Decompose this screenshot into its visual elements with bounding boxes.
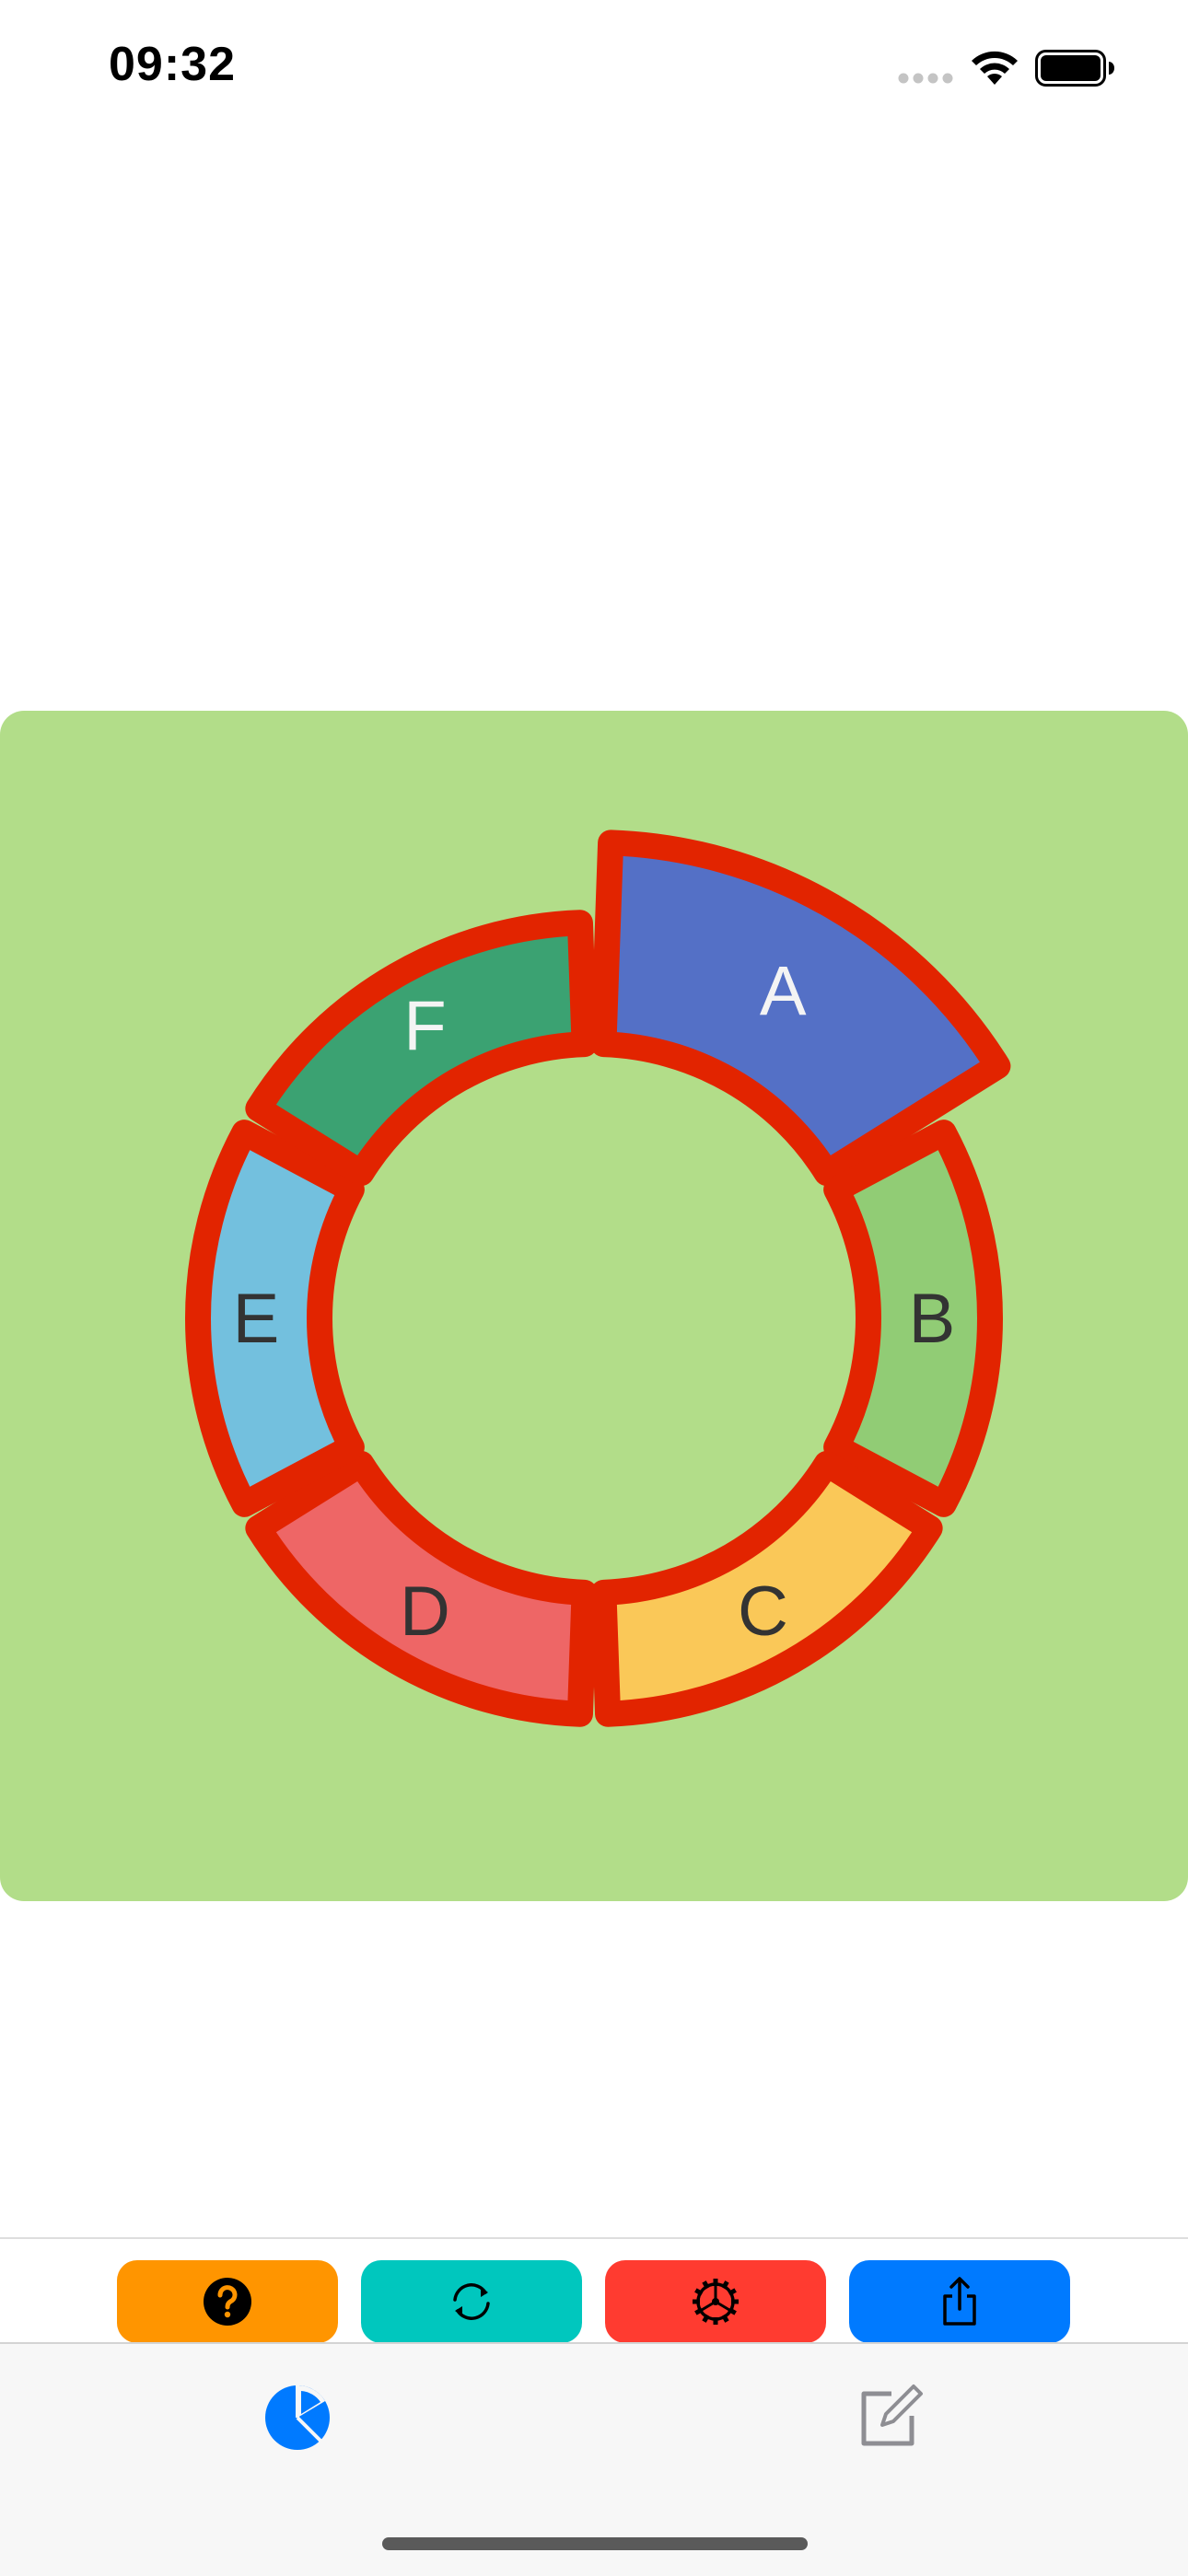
battery-icon xyxy=(1035,50,1114,87)
gear-icon xyxy=(693,2279,739,2325)
slice-e[interactable] xyxy=(185,1120,365,1517)
slice-f[interactable] xyxy=(245,910,598,1187)
help-button[interactable] xyxy=(117,2260,338,2343)
status-time: 09:32 xyxy=(109,38,236,91)
refresh-arrows-icon xyxy=(453,2283,490,2320)
slice-b[interactable] xyxy=(823,1120,1003,1517)
slice-a[interactable] xyxy=(590,830,1011,1187)
slice-d[interactable] xyxy=(245,1450,598,1727)
slice-label-c: C xyxy=(738,1572,788,1651)
slice-label-a: A xyxy=(760,952,807,1030)
tab-bar xyxy=(0,2342,1188,2576)
slice-label-d: D xyxy=(400,1572,450,1651)
question-circle-icon xyxy=(204,2278,251,2326)
status-bar: 09:32 xyxy=(0,0,1188,138)
toolbar-divider xyxy=(0,2237,1188,2239)
home-indicator xyxy=(382,2537,808,2550)
pie-chart-icon xyxy=(265,2385,330,2450)
slice-label-f: F xyxy=(403,987,446,1065)
edit-icon xyxy=(861,2385,923,2446)
tab-editor[interactable] xyxy=(834,2362,945,2473)
donut-chart: A B C D E F xyxy=(185,830,1011,1727)
toolbar xyxy=(0,2239,1188,2343)
refresh-button[interactable] xyxy=(361,2260,582,2343)
slice-c[interactable] xyxy=(590,1450,943,1727)
settings-button[interactable] xyxy=(605,2260,826,2343)
share-icon xyxy=(943,2277,976,2326)
slice-label-b: B xyxy=(909,1280,956,1358)
slice-label-e: E xyxy=(233,1280,280,1358)
cellular-signal-icon xyxy=(898,73,953,84)
share-button[interactable] xyxy=(849,2260,1070,2343)
chart-panel: A B C D E F xyxy=(0,711,1188,1901)
tab-chart[interactable] xyxy=(242,2362,353,2473)
wifi-icon xyxy=(972,51,1018,85)
